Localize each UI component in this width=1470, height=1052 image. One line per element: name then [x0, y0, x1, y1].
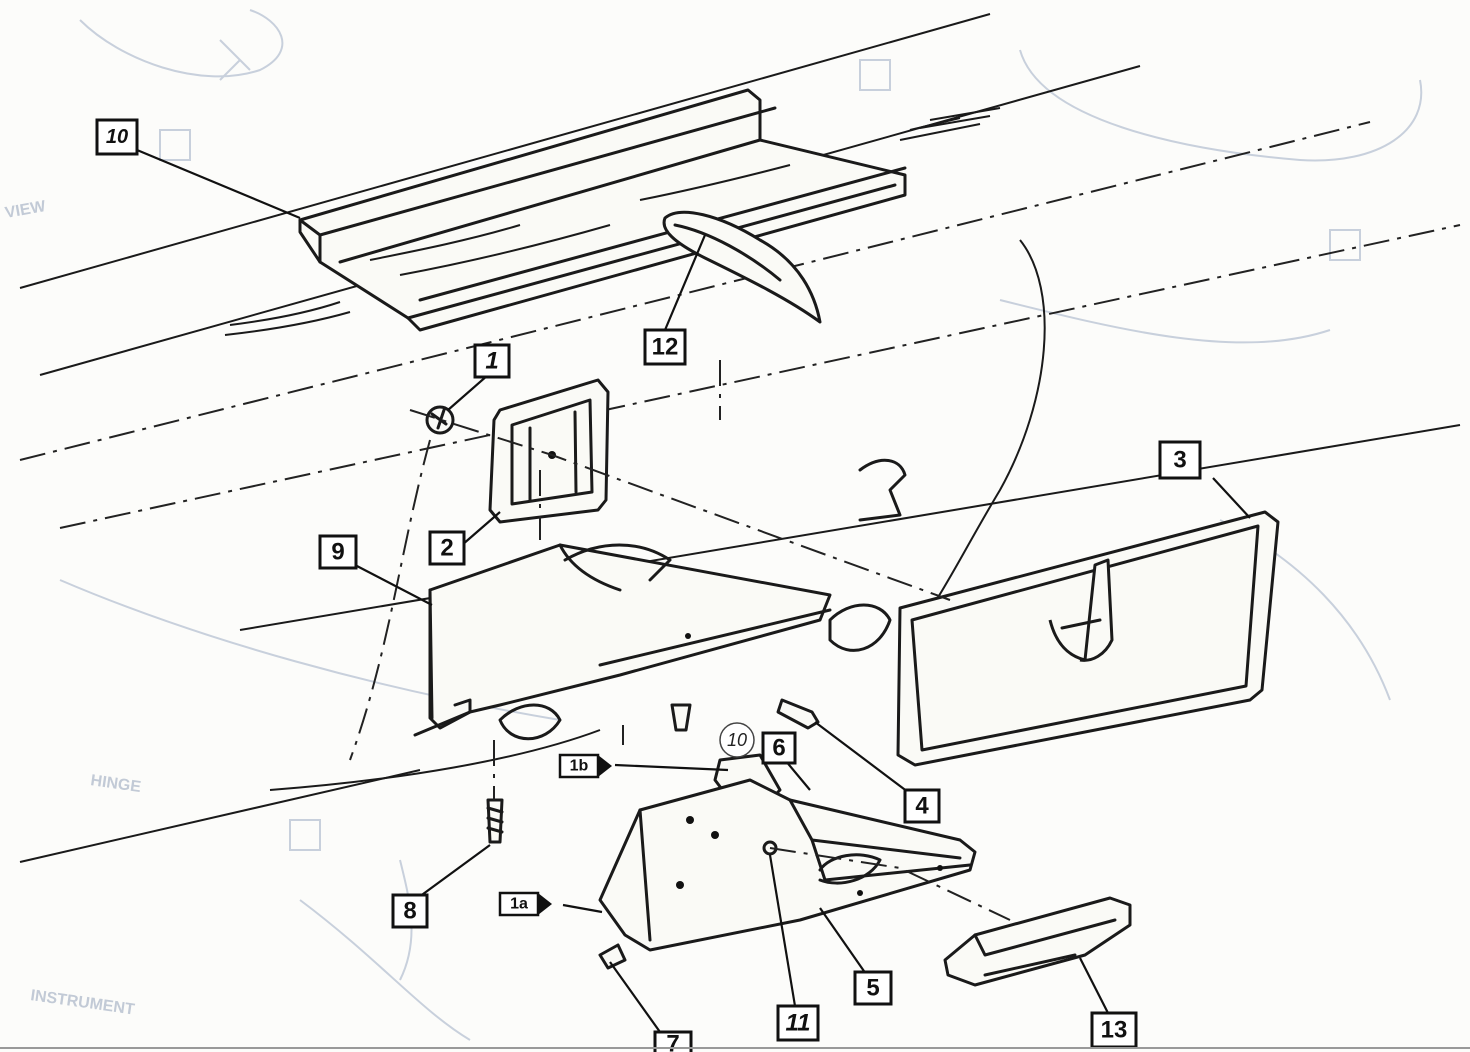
svg-text:10: 10	[106, 126, 128, 148]
svg-text:12: 12	[652, 334, 679, 361]
part-3-glovebox-door	[896, 510, 1280, 767]
assembly-center-lines	[349, 360, 1011, 921]
callout-4: 4	[903, 788, 941, 824]
svg-text:1a: 1a	[510, 896, 528, 913]
tray-screw	[670, 703, 692, 732]
svg-text:2: 2	[440, 535, 453, 562]
svg-text:10: 10	[727, 730, 747, 750]
part-2-striker-plate	[488, 378, 610, 524]
callout-1: 1	[473, 343, 511, 379]
callout-10: 10	[95, 118, 139, 156]
callout-2: 2	[428, 530, 466, 566]
part-12-trim-strip	[662, 210, 822, 324]
svg-text:13: 13	[1101, 1017, 1128, 1044]
svg-text:4: 4	[915, 793, 929, 820]
callout-6: 6	[761, 731, 797, 765]
part-13-push-button	[943, 896, 1132, 987]
ghost-text-view: VIEW	[4, 198, 48, 222]
callout-1a: 1a	[498, 891, 552, 917]
svg-text:1b: 1b	[570, 758, 589, 775]
callout-3: 3	[1158, 440, 1202, 480]
part-5-latch-housing	[598, 778, 977, 952]
part-9-glovebox-tray	[413, 459, 907, 741]
svg-text:8: 8	[403, 898, 416, 925]
callouts: 10 12 1 2 3 9 4 10	[95, 118, 1202, 1052]
part-1-clip-nut	[425, 405, 455, 435]
callout-10-circle: 10	[719, 722, 755, 758]
callout-5: 5	[853, 970, 893, 1006]
svg-text:7: 7	[666, 1031, 679, 1052]
svg-text:3: 3	[1173, 447, 1186, 474]
callout-12: 12	[643, 328, 687, 366]
svg-text:9: 9	[331, 539, 344, 566]
part-4-pin	[776, 698, 820, 730]
callout-13: 13	[1090, 1011, 1138, 1049]
callout-9: 9	[318, 534, 358, 570]
leader-lines	[136, 148, 1251, 1033]
part-10-channel	[224, 88, 907, 336]
svg-text:6: 6	[772, 735, 785, 762]
svg-text:5: 5	[866, 975, 879, 1002]
callout-1b: 1b	[558, 753, 612, 779]
callout-8: 8	[391, 893, 429, 929]
svg-text:11: 11	[786, 1010, 811, 1037]
part-7-screw	[598, 943, 627, 970]
svg-text:1: 1	[485, 348, 498, 375]
ghost-text-hinge: HINGE	[89, 772, 142, 796]
part-8-screw	[486, 798, 504, 844]
ghost-text-instrument: INSTRUMENT	[29, 987, 135, 1018]
callout-11: 11	[776, 1004, 820, 1042]
